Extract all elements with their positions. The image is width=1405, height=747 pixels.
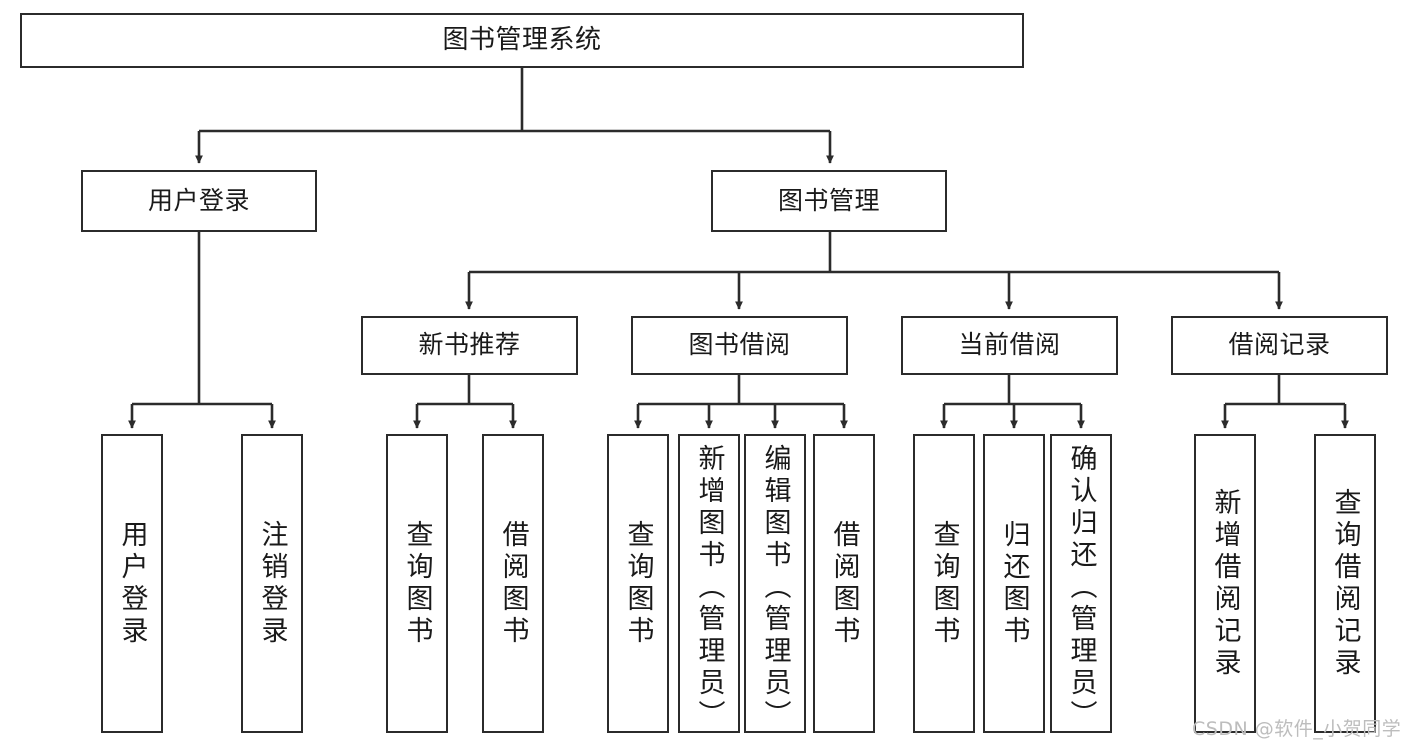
leaf-logout[interactable]: 注销登录 — [241, 434, 303, 733]
node-book-management[interactable]: 图书管理 — [711, 170, 947, 232]
node-label: 编辑图书（管理员） — [759, 444, 791, 732]
leaf-query-book-recommend[interactable]: 查询图书 — [386, 434, 448, 733]
node-label: 图书管理系统 — [442, 24, 602, 55]
leaf-return-book[interactable]: 归还图书 — [983, 434, 1045, 733]
node-label: 查询借阅记录 — [1329, 487, 1361, 680]
node-label: 图书管理 — [777, 185, 880, 215]
node-user-login[interactable]: 用户登录 — [81, 170, 317, 232]
node-label: 查询图书 — [622, 519, 654, 648]
node-book-borrow[interactable]: 图书借阅 — [631, 316, 848, 375]
node-label: 新书推荐 — [418, 330, 521, 360]
node-label: 查询图书 — [401, 519, 433, 648]
node-label: 借阅图书 — [828, 519, 860, 648]
csdn-watermark: CSDN @软件_小贺同学 — [1192, 718, 1402, 740]
node-borrow-record[interactable]: 借阅记录 — [1171, 316, 1388, 375]
leaf-query-book-current[interactable]: 查询图书 — [913, 434, 975, 733]
node-label: 查询图书 — [928, 519, 960, 648]
node-label: 当前借阅 — [958, 330, 1061, 360]
leaf-add-borrow-record[interactable]: 新增借阅记录 — [1194, 434, 1256, 733]
node-label: 归还图书 — [998, 519, 1030, 648]
leaf-confirm-return-admin[interactable]: 确认归还（管理员） — [1050, 434, 1112, 733]
node-current-borrow[interactable]: 当前借阅 — [901, 316, 1118, 375]
node-label: 用户登录 — [147, 185, 250, 215]
node-label: 确认归还（管理员） — [1065, 444, 1097, 732]
leaf-borrow-book-recommend[interactable]: 借阅图书 — [482, 434, 544, 733]
node-label: 注销登录 — [256, 519, 288, 648]
node-new-book-recommend[interactable]: 新书推荐 — [361, 316, 578, 375]
leaf-edit-book-admin[interactable]: 编辑图书（管理员） — [744, 434, 806, 733]
leaf-add-book-admin[interactable]: 新增图书（管理员） — [678, 434, 740, 733]
leaf-user-login[interactable]: 用户登录 — [101, 434, 163, 733]
leaf-query-book-borrow[interactable]: 查询图书 — [607, 434, 669, 733]
node-label: 新增借阅记录 — [1209, 487, 1241, 680]
node-label: 借阅记录 — [1228, 330, 1331, 360]
node-root-book-management-system[interactable]: 图书管理系统 — [20, 13, 1024, 68]
node-label: 图书借阅 — [688, 330, 791, 360]
leaf-query-borrow-record[interactable]: 查询借阅记录 — [1314, 434, 1376, 733]
node-label: 新增图书（管理员） — [693, 444, 725, 732]
node-label: 用户登录 — [116, 519, 148, 648]
node-label: 借阅图书 — [497, 519, 529, 648]
leaf-borrow-book[interactable]: 借阅图书 — [813, 434, 875, 733]
